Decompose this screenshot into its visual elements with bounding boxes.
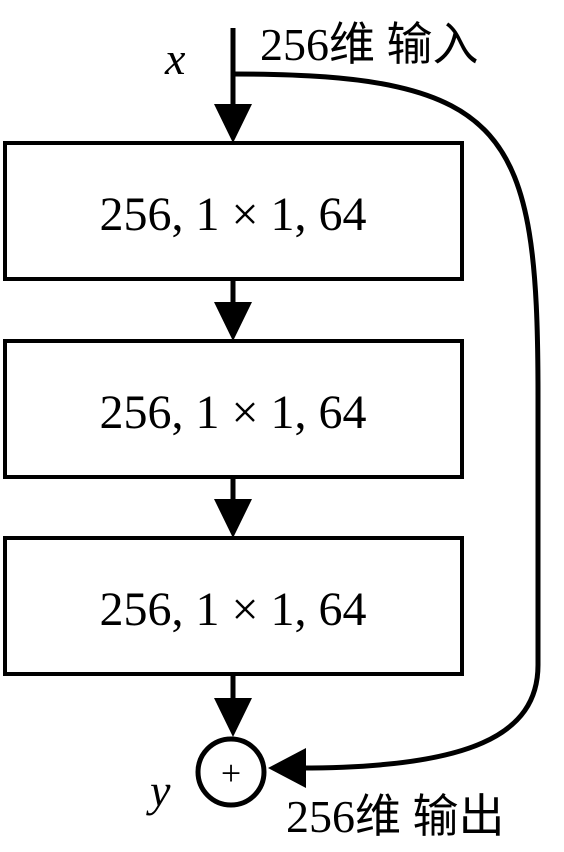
arrow-block-1-to-2 [214,279,252,341]
arrow-block-2-to-3 [214,477,252,538]
output-variable-label: y [146,765,171,816]
conv-block-2: 256, 1 × 1, 64 [3,339,464,479]
output-dimension-label: 256维 输出 [286,791,505,842]
conv-block-3-label: 256, 1 × 1, 64 [99,583,366,636]
conv-block-2-label: 256, 1 × 1, 64 [99,386,366,439]
conv-block-3: 256, 1 × 1, 64 [3,536,464,676]
input-arrow [214,28,252,143]
plus-symbol: + [221,753,241,793]
skip-connection [232,71,541,788]
input-variable-label: x [164,33,186,84]
conv-block-1: 256, 1 × 1, 64 [3,141,464,281]
arrow-block-3-to-sum [214,674,252,737]
input-dimension-label: 256维 输入 [260,19,479,70]
conv-block-1-label: 256, 1 × 1, 64 [99,188,366,241]
sum-node: + [195,736,267,808]
